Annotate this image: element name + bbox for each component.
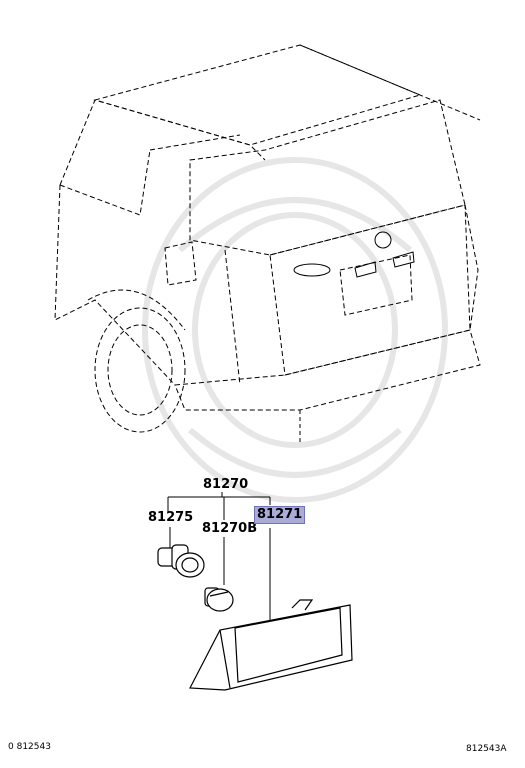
callout-label-socket: 81275 bbox=[148, 510, 194, 525]
vehicle-rear-illustration bbox=[54, 44, 481, 411]
gate-emblem bbox=[293, 231, 415, 278]
footer-left-code: 0 812543 bbox=[8, 742, 51, 752]
footer-right-code: 812543A bbox=[466, 744, 507, 754]
callout-label-lens[interactable]: 81271 bbox=[254, 506, 306, 524]
bulb-part bbox=[204, 587, 234, 612]
lens-part bbox=[189, 599, 353, 691]
socket-part bbox=[157, 544, 205, 578]
callout-label-assembly: 81270 bbox=[203, 477, 249, 492]
watermark-emblem bbox=[142, 157, 448, 503]
callout-label-bulb: 81270B bbox=[202, 521, 258, 536]
rear-wheel bbox=[87, 289, 186, 433]
callout-leaders bbox=[167, 492, 271, 620]
